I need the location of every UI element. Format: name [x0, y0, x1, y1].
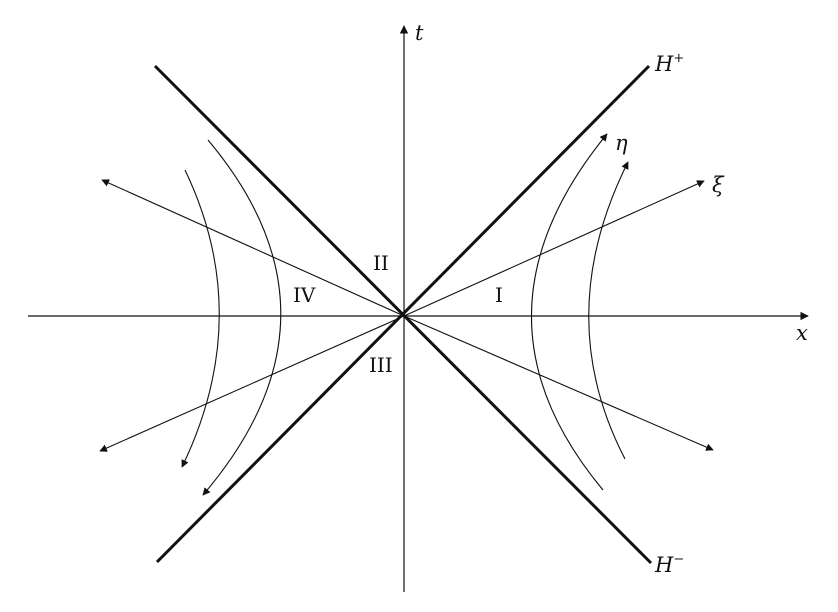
eta-label: η	[615, 131, 628, 155]
region-iv-hyperbola-inner	[202, 139, 282, 496]
past-horizon-letter: H	[654, 553, 674, 577]
future-horizon-sup: +	[673, 51, 684, 66]
future-horizon-letter: H	[654, 52, 674, 76]
region-iv-label: IV	[293, 283, 316, 307]
past-horizon-sup: −	[673, 552, 684, 567]
past-horizon-line	[153, 64, 653, 565]
future-horizon-label: H+	[654, 51, 684, 76]
region-iv-hyperbola-outer	[181, 169, 220, 468]
past-horizon-label: H−	[654, 552, 684, 577]
eta-hyperbola-inner	[531, 133, 608, 491]
left-lower-ray	[99, 315, 405, 452]
region-i-label: I	[495, 283, 503, 307]
xi-label: ξ	[712, 173, 725, 197]
eta-hyperbola-outer	[588, 161, 629, 460]
region-iii-label: III	[369, 353, 393, 377]
region-ii-label: II	[373, 251, 389, 275]
x-axis-label: x	[796, 321, 808, 345]
left-upper-ray	[101, 179, 405, 317]
right-lower-ray	[403, 315, 714, 451]
t-axis-label: t	[415, 21, 424, 45]
xi-axis-ray	[403, 180, 705, 317]
